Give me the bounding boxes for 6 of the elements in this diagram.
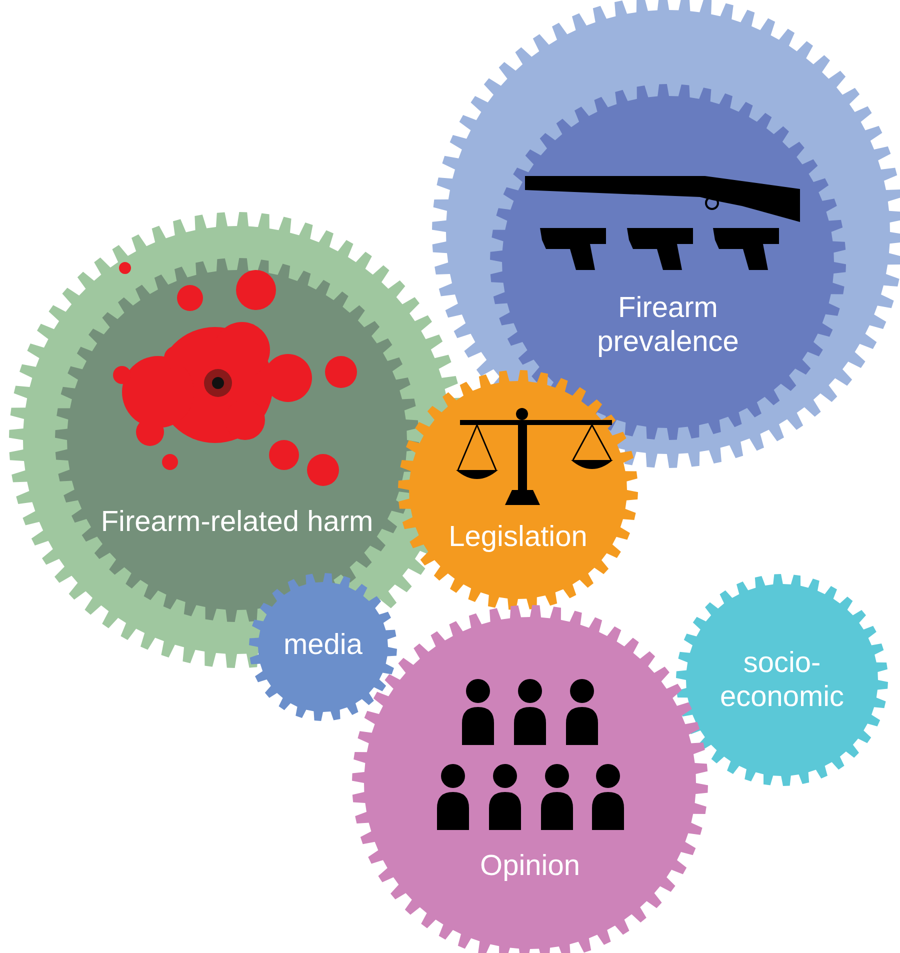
gear-label: Opinion [479, 849, 581, 883]
gear-label: Firearm prevalence [596, 291, 740, 359]
gear-label: Legislation [448, 520, 588, 554]
gear-label: media [282, 628, 364, 662]
gear-label: socio-economic [718, 646, 846, 714]
gear-label: Firearm-related harm [100, 505, 374, 539]
